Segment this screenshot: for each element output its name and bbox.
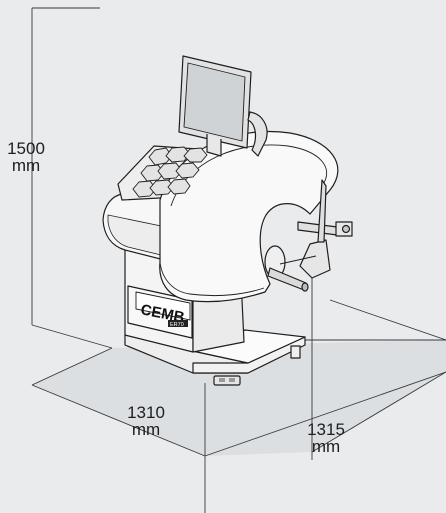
wheel-balancer-machine <box>102 55 353 386</box>
hood-lower-edge <box>159 261 265 297</box>
weight-compartments <box>132 146 208 198</box>
weight-cell <box>157 162 183 180</box>
weight-cell <box>140 164 165 182</box>
foot-pedal <box>213 375 241 386</box>
depth-base-line <box>204 371 446 457</box>
pedal-knob-2 <box>229 378 235 382</box>
sensor-arm-link <box>317 179 327 243</box>
monitor-arm <box>247 111 268 157</box>
height-value: 1500 <box>7 139 45 158</box>
weight-cell <box>149 179 175 196</box>
width-front-line <box>31 347 113 386</box>
rear-foot <box>290 345 301 359</box>
rail-end-knob <box>341 224 351 234</box>
weight-cell <box>165 146 191 163</box>
weight-cell <box>167 178 191 195</box>
display-monitor <box>178 55 268 157</box>
model-badge-text: ER70 <box>170 322 184 328</box>
shaft-end <box>301 282 309 292</box>
weight-cell <box>175 162 200 179</box>
rear-diagonal-line <box>329 299 446 341</box>
weight-cell <box>183 147 208 163</box>
weight-cell <box>148 147 173 166</box>
logo-plate <box>135 291 191 321</box>
model-badge-plate <box>168 320 188 327</box>
weight-cell <box>132 180 157 198</box>
width-unit: mm <box>131 420 161 439</box>
spindle-shaft <box>267 267 307 291</box>
pedal-knob <box>219 378 225 382</box>
height-unit: mm <box>11 156 41 175</box>
height-dimension-label: 1500 mm <box>4 140 48 174</box>
width-value: 1310 <box>127 403 165 422</box>
depth-right-line <box>311 371 446 453</box>
sensor-arm-cable <box>279 255 317 265</box>
monitor-stand <box>206 134 222 157</box>
monitor-screen <box>183 62 246 142</box>
width-base-line <box>31 384 206 457</box>
width-dimension-label: 1310 mm <box>118 404 174 438</box>
dimension-envelope <box>31 7 446 513</box>
height-wall-diagonal <box>31 324 113 349</box>
depth-value: 1315 <box>307 420 345 439</box>
depth-unit: mm <box>311 437 341 456</box>
depth-dimension-label: 1315 mm <box>298 421 354 455</box>
